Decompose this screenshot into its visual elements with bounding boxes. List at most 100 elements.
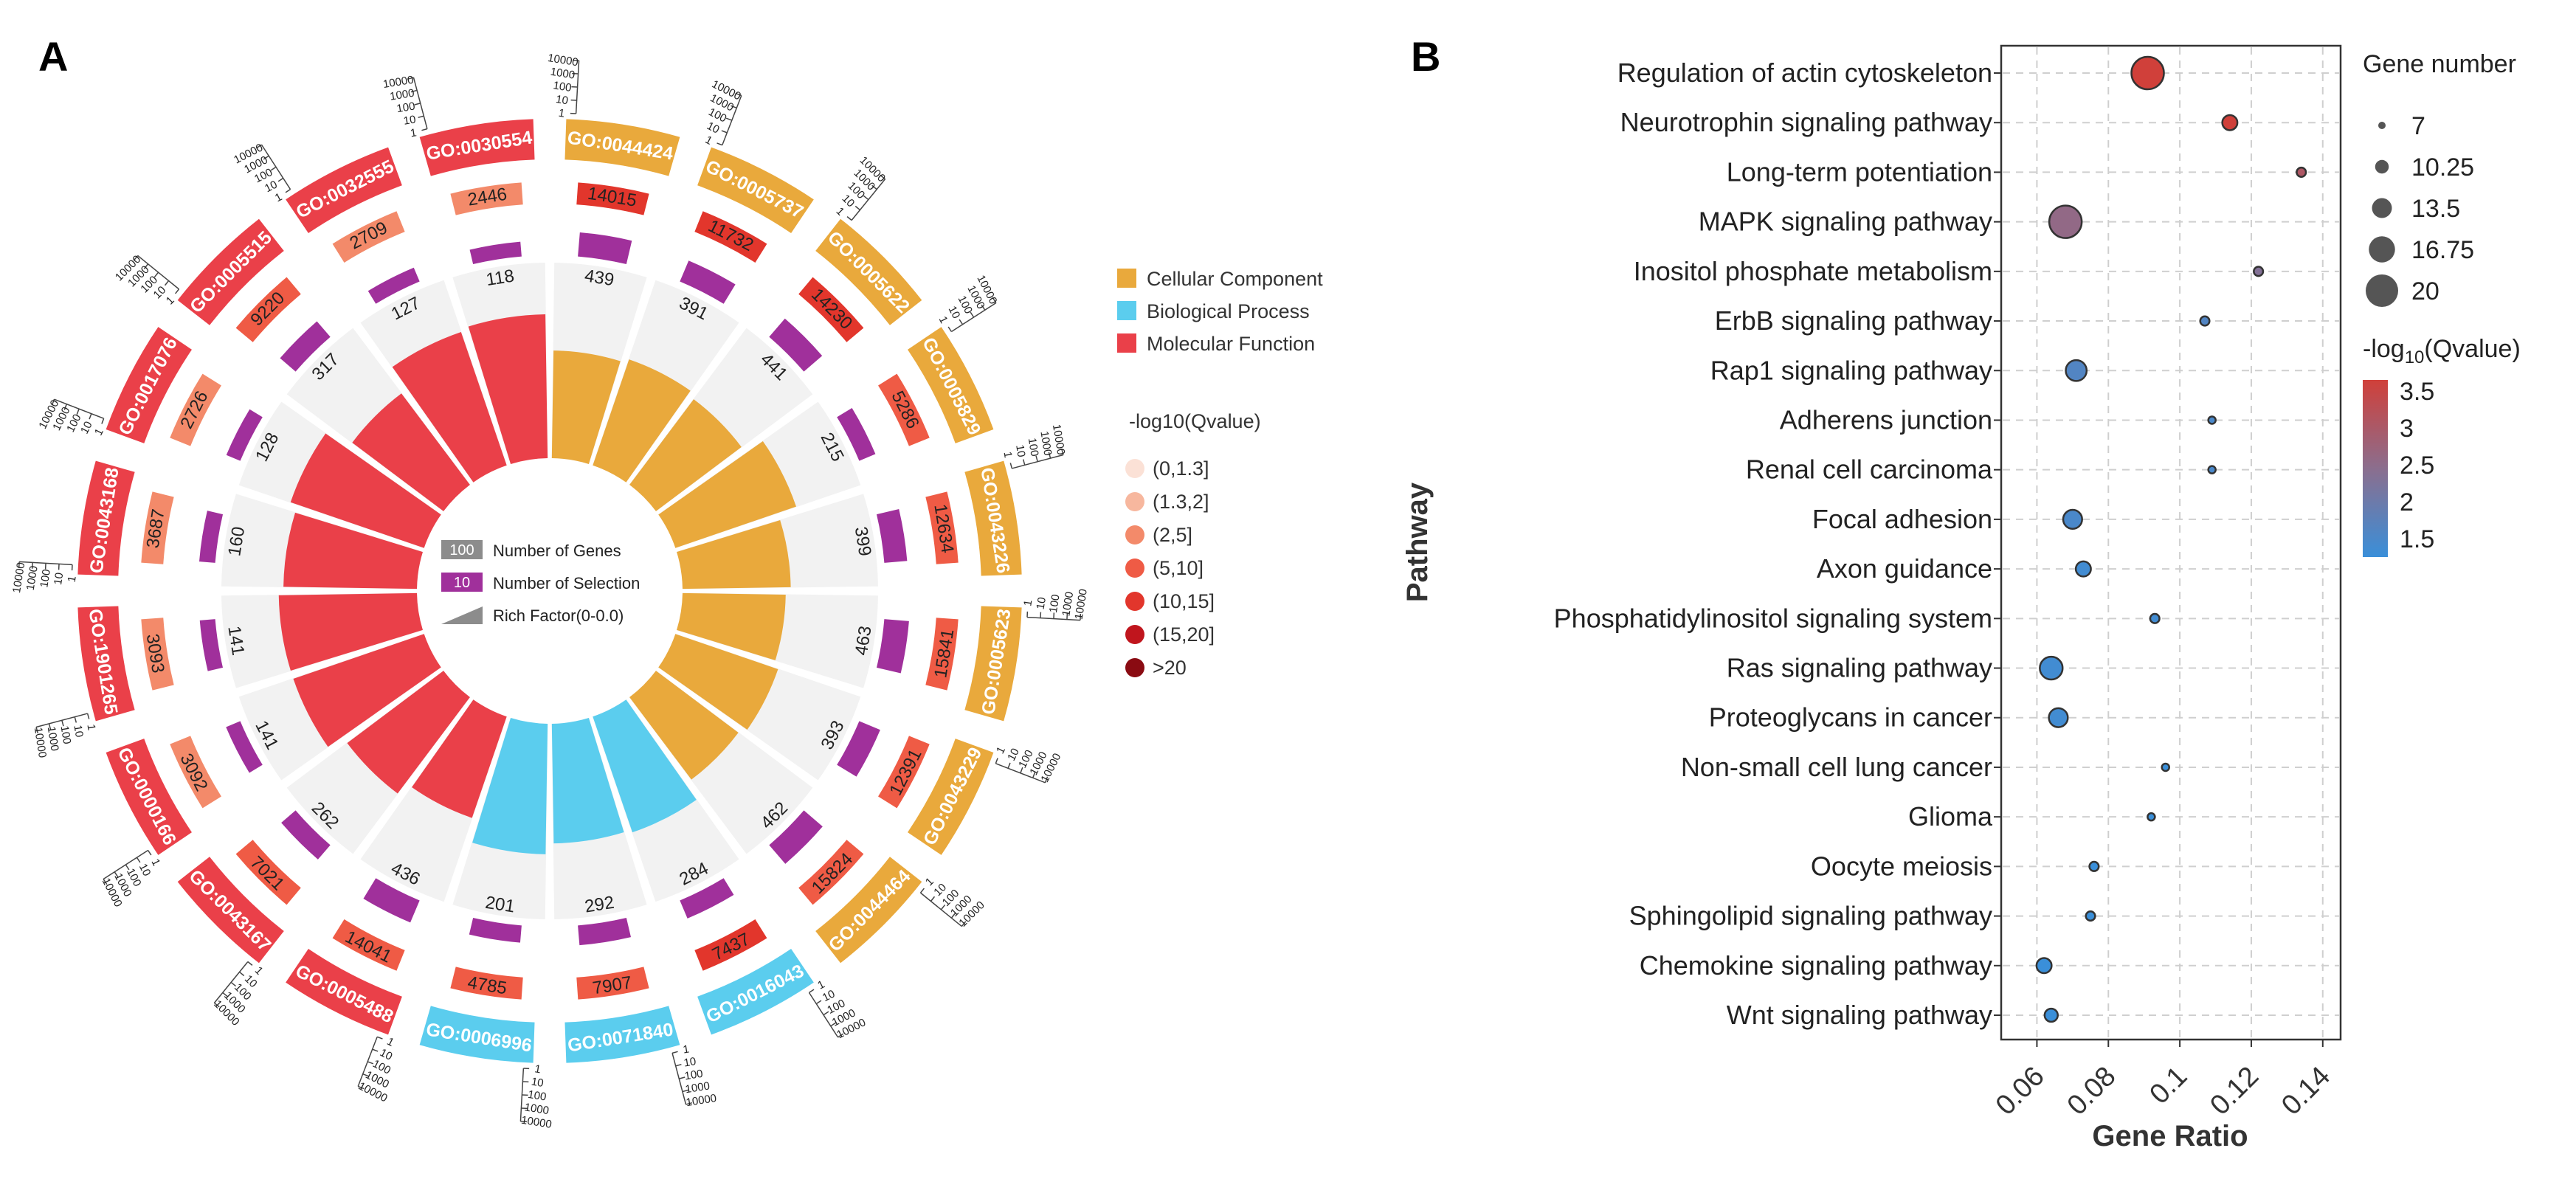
size-legend-dot (2372, 198, 2392, 218)
go-term-band (964, 606, 1022, 722)
scale-tick (1060, 448, 1064, 455)
scale-tick-label: 10 (555, 93, 569, 107)
scale-tick-label: 1 (558, 107, 566, 120)
rich-factor-bar (677, 519, 791, 590)
genes-swatch-text: 100 (449, 542, 474, 559)
scale-tick-label: 1000 (1037, 430, 1054, 457)
qvalue-legend-dot (1125, 559, 1144, 578)
scale-tick (731, 105, 737, 108)
qvalue-legend-dot (1125, 459, 1144, 478)
go-term-band (286, 147, 402, 233)
scale-tick (103, 879, 108, 885)
genes-bar (694, 211, 767, 263)
rich-factor-bar (593, 699, 697, 833)
rich-factor-bar (593, 359, 691, 483)
go-term-band (419, 1006, 535, 1063)
scale-tick-label: 1 (1021, 599, 1035, 607)
rich-factor-bar (658, 441, 796, 548)
genes-legend-label: Number of Genes (493, 542, 621, 560)
scale-tick-label: 1 (92, 426, 106, 438)
plot-points (2035, 55, 2307, 1023)
rich-factor-bar (629, 671, 739, 780)
selection-bar (769, 810, 823, 864)
scale-tick (1044, 776, 1049, 784)
scale-tick (863, 195, 869, 201)
selection-bar (363, 878, 420, 923)
pathway-label: Proteoglycans in cancer (1709, 702, 1992, 733)
scale-tick (970, 311, 975, 318)
go-term-band (815, 857, 922, 964)
selection-swatch-text: 10 (454, 575, 470, 591)
scale-tick (846, 216, 852, 221)
pathway-label: Axon guidance (1817, 553, 1992, 584)
selection-bar (469, 917, 522, 943)
scale-tick-label: 10000 (685, 1092, 717, 1109)
size-legend-label: 13.5 (2411, 195, 2460, 223)
scale-tick (101, 418, 105, 424)
genes-bar (925, 491, 959, 564)
scale-tick-label: 1 (533, 1062, 542, 1076)
scale-tick-label: 1 (84, 723, 97, 731)
pathway-point (2048, 204, 2083, 239)
scale-tick-label: 100 (683, 1068, 703, 1083)
scale-tick (76, 408, 80, 415)
scale-tick (992, 297, 997, 303)
scale-tick-label: 10 (705, 120, 722, 136)
scale-tick (871, 184, 877, 190)
pathway-point (2296, 166, 2307, 178)
genes-bar (332, 211, 405, 263)
scale-tick (263, 155, 269, 160)
scale-tick-label: 10 (821, 988, 838, 1005)
selection-count-label: 201 (484, 893, 517, 917)
size-legend-label: 16.75 (2411, 236, 2474, 264)
genes-bar (694, 919, 767, 971)
scale-tick (285, 188, 291, 193)
scale-tick-label: 10000 (10, 561, 27, 594)
selection-swatch (441, 573, 483, 592)
size-legend-label: 10.25 (2411, 153, 2474, 181)
scale-tick (961, 921, 967, 927)
genes-count-label: 12634 (930, 502, 957, 554)
scale-tick-label: 10000 (547, 52, 579, 69)
scale-tick (1009, 463, 1013, 469)
scale-tick (362, 1073, 369, 1077)
scale-tick (222, 992, 228, 998)
pathway-label: Ras signaling pathway (1727, 653, 1992, 683)
scale-tick (63, 404, 67, 410)
selection-count-label: 292 (583, 893, 615, 917)
scale-tick (421, 128, 428, 131)
size-legend-dot (2375, 159, 2389, 174)
scale-tick-label: 10 (263, 179, 280, 196)
selection-bar (876, 509, 908, 563)
scale-tick (686, 1102, 693, 1105)
pathway-point (2207, 415, 2217, 425)
pathway-label: Wnt signaling pathway (1727, 1000, 1992, 1030)
go-term-band (908, 739, 994, 855)
scale-tick (164, 280, 170, 286)
scale-tick (230, 981, 237, 987)
y-axis-title: Pathway (1401, 482, 1434, 602)
selection-bar (367, 267, 420, 304)
go-term-band (964, 460, 1022, 576)
scale-tick-label: 10 (71, 724, 85, 738)
rich-factor-bar (352, 393, 470, 511)
panel-a-letter: A (38, 33, 68, 80)
rich-factor-bar (629, 399, 742, 511)
size-legend-dot (2378, 122, 2386, 129)
size-legend-dot (2366, 274, 2398, 307)
selection-bar (837, 407, 876, 461)
scale-tick-label: 10 (531, 1076, 545, 1090)
go-term-band (697, 147, 814, 233)
scale-tick-label: 1000 (550, 66, 576, 82)
scale-tick (940, 904, 946, 910)
genes-bar (576, 967, 649, 1000)
pathway-point (2199, 315, 2211, 327)
pathway-label: Neurotrophin signaling pathway (1620, 107, 1992, 137)
scale-tick-label: 100 (38, 568, 53, 588)
scale-tick (143, 263, 149, 269)
scale-tick-label: 10 (137, 862, 153, 879)
scale-tick (414, 103, 421, 106)
pathway-point (2088, 860, 2100, 872)
scale-tick (114, 871, 119, 878)
